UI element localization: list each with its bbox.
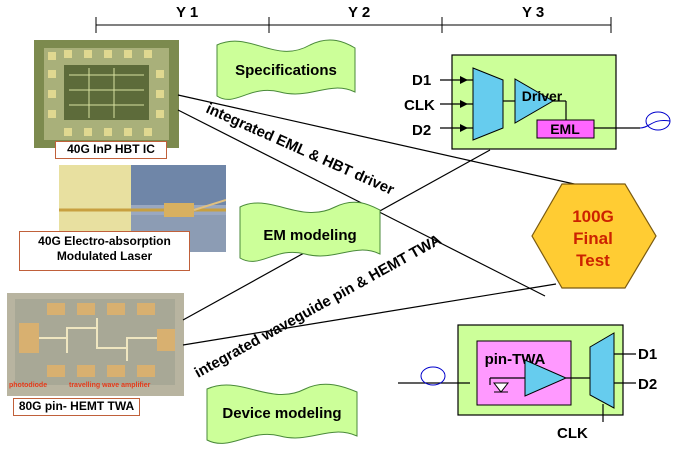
tx-input-d2: D2 xyxy=(412,122,431,139)
rx-output-d2: D2 xyxy=(638,376,657,393)
year-2-label: Y 2 xyxy=(348,4,371,21)
final-test-line3: Test xyxy=(576,251,610,270)
device-modeling-flag-label: Device modeling xyxy=(222,405,341,422)
eam-laser-caption-line2: Modulated Laser xyxy=(56,249,153,263)
em-modeling-flag: EM modeling xyxy=(239,201,381,262)
tx-input-clk: CLK xyxy=(404,97,435,114)
driver-label: Driver xyxy=(522,88,563,104)
hbt-ic-caption: 40G InP HBT IC xyxy=(55,141,167,159)
eml-block xyxy=(536,119,595,139)
year-1-label: Y 1 xyxy=(176,4,199,21)
eml-label: EML xyxy=(550,121,580,137)
rx-fiber-coil-icon xyxy=(420,366,446,386)
twa-to-test-line xyxy=(182,283,557,346)
timeline-axis xyxy=(95,17,612,33)
device-modeling-flag: Device modeling xyxy=(206,383,358,444)
twa-amplifier-label: travelling wave amplifier xyxy=(69,382,151,389)
photodiode-icon xyxy=(492,382,510,393)
eam-laser-caption-line1: 40G Electro-absorption xyxy=(38,234,171,248)
twa-caption: 80G pin- HEMT TWA xyxy=(13,398,140,416)
hbt-ic-die xyxy=(34,40,179,148)
integrated-eml-text: integrated EML & HBT driver xyxy=(203,100,396,199)
tx-input-d1: D1 xyxy=(412,72,431,89)
rx-output-d1: D1 xyxy=(638,346,657,363)
em-modeling-flag-label: EM modeling xyxy=(263,227,356,244)
tx-mux-icon xyxy=(472,67,504,141)
hbt-ic-photo xyxy=(34,40,179,148)
transmitter-block: EML Driver D1 CLK D2 xyxy=(404,54,671,150)
rx-clk-label: CLK xyxy=(557,425,588,442)
eam-laser-caption: 40G Electro-absorption Modulated Laser xyxy=(19,231,190,271)
rx-demux-icon xyxy=(589,332,615,409)
receiver-block: pin-TWA D1 D2 CLK xyxy=(398,324,657,442)
year-3-label: Y 3 xyxy=(522,4,545,21)
eam-laser-photo xyxy=(59,165,226,252)
eam-laser-image xyxy=(59,165,226,252)
photodiode-label: photodiode xyxy=(9,382,48,389)
final-test-line2: Final xyxy=(573,229,613,248)
specifications-flag-label: Specifications xyxy=(235,62,337,79)
final-test-hexagon: 100G Final Test xyxy=(531,183,657,289)
hbt-to-test-line xyxy=(177,94,593,189)
final-test-line1: 100G xyxy=(572,207,614,226)
twa-photo: photodiode travelling wave amplifier xyxy=(7,293,184,396)
specifications-flag: Specifications xyxy=(216,39,356,100)
twa-die xyxy=(7,293,184,396)
